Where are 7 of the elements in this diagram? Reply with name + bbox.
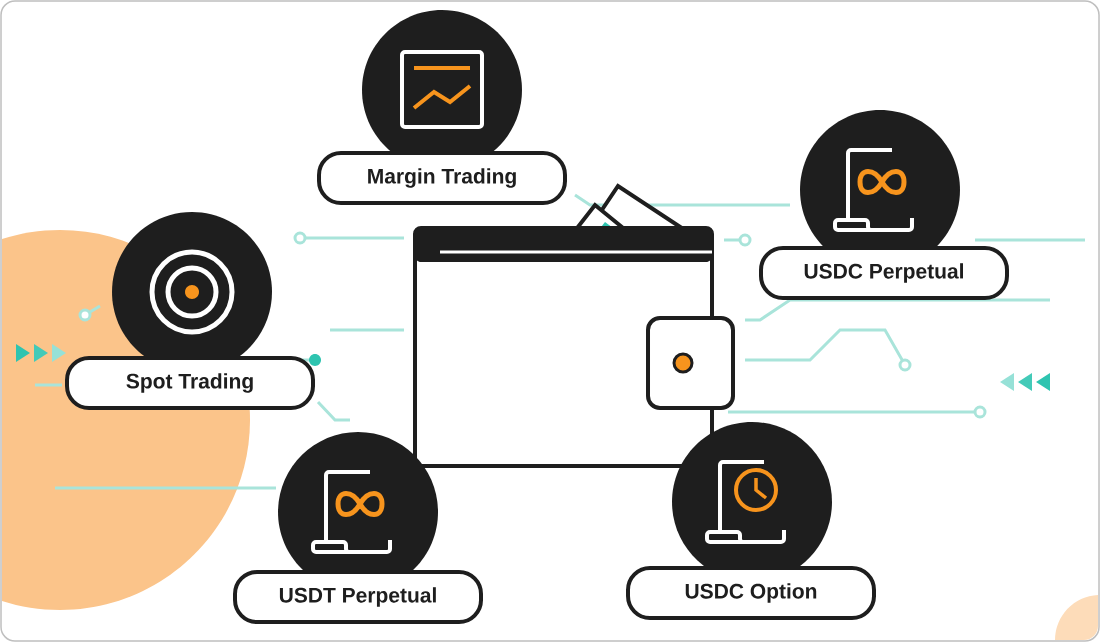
node-label: USDC Option (685, 583, 817, 603)
label-pill: USDT Perpetual (233, 570, 483, 624)
label-pill: Margin Trading (317, 151, 567, 205)
label-pill: Spot Trading (65, 356, 315, 410)
node-label: USDT Perpetual (279, 587, 436, 607)
label-pill: USDC Perpetual (759, 246, 1009, 300)
label-pill: USDC Option (626, 566, 876, 620)
